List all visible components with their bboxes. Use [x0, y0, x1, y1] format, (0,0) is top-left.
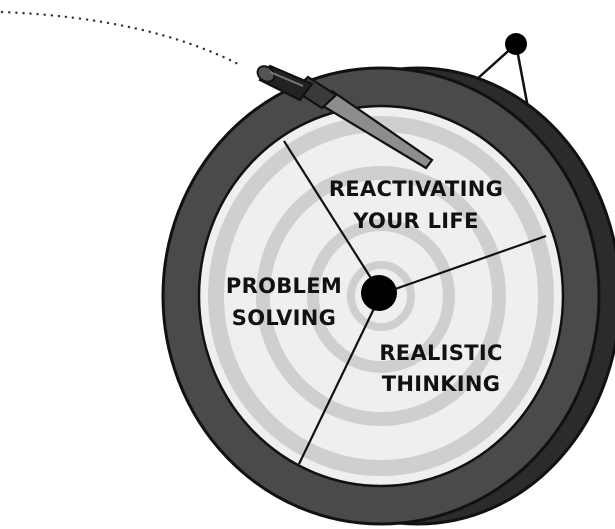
- pin-icon: [505, 33, 527, 55]
- label-realistic-thinking-line2: THINKING: [382, 372, 501, 396]
- bullseye-icon: [361, 275, 397, 311]
- label-problem-solving-line1: PROBLEM: [226, 274, 342, 298]
- label-problem-solving-line2: SOLVING: [232, 306, 336, 330]
- label-reactivating-line2: YOUR LIFE: [352, 209, 478, 233]
- label-reactivating-line1: REACTIVATING: [329, 177, 503, 201]
- label-realistic-thinking-line1: REALISTIC: [379, 341, 502, 365]
- dart-flight-trajectory: [2, 12, 242, 66]
